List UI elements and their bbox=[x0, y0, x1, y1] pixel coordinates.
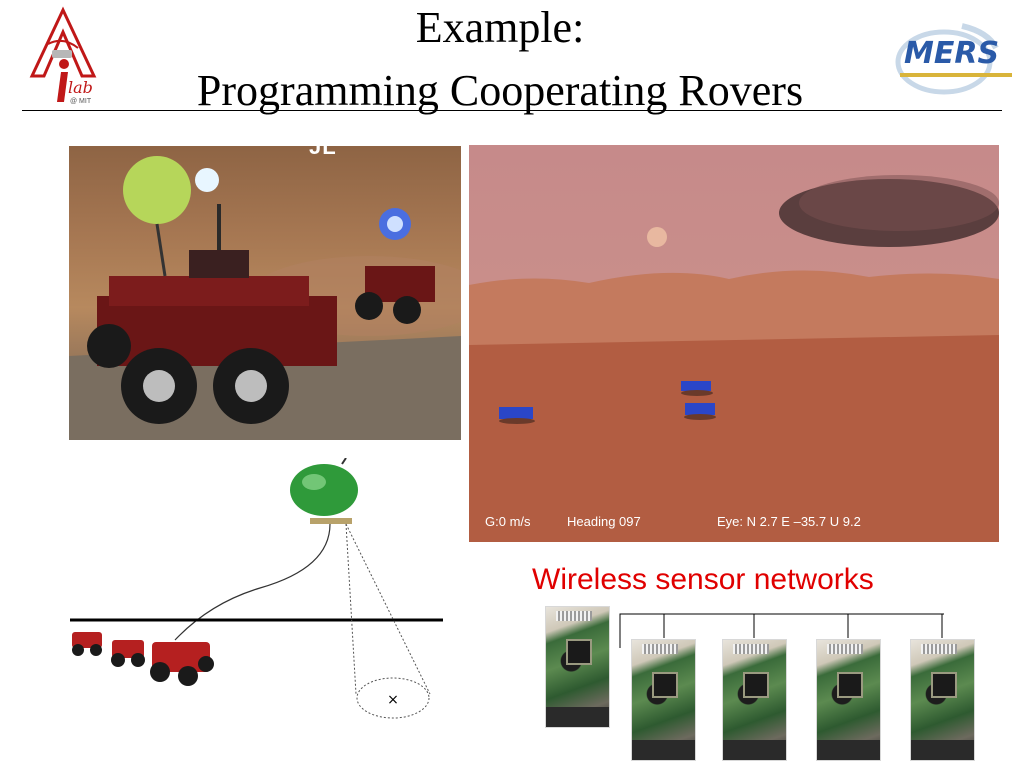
board-connector bbox=[733, 644, 769, 654]
sensor-network-wires bbox=[619, 613, 944, 648]
simulation-scene bbox=[469, 175, 999, 542]
simulation-render: G:0 m/s Heading 097 Eye: N 2.7 E –35.7 U… bbox=[469, 145, 999, 542]
board-battery bbox=[817, 740, 880, 760]
board-chip bbox=[566, 639, 592, 665]
board-connector bbox=[556, 611, 592, 621]
slide-title-line-1: Example: bbox=[415, 3, 585, 52]
sensor-board bbox=[545, 606, 610, 728]
rover-photo-overlay-text: JL bbox=[309, 146, 337, 159]
board-connector bbox=[827, 644, 863, 654]
sensor-board bbox=[722, 639, 787, 761]
hud-heading-readout: Heading 097 bbox=[567, 514, 641, 529]
board-battery bbox=[546, 707, 609, 727]
board-connector bbox=[921, 644, 957, 654]
board-chip bbox=[652, 672, 678, 698]
board-battery bbox=[911, 740, 974, 760]
svg-text:×: × bbox=[387, 692, 399, 708]
board-connector bbox=[642, 644, 678, 654]
rover-balloon-graphic: × bbox=[70, 457, 443, 719]
slide-title-line-2: Programming Cooperating Rovers bbox=[196, 66, 804, 115]
rover-photo: JL bbox=[69, 146, 461, 440]
sensor-board bbox=[631, 639, 696, 761]
ilab-logo-text: lab bbox=[68, 78, 93, 97]
sensor-board bbox=[816, 639, 881, 761]
board-battery bbox=[632, 740, 695, 760]
ilab-logo: lab @ MIT bbox=[24, 6, 102, 110]
board-chip bbox=[743, 672, 769, 698]
hud-speed-readout: G:0 m/s bbox=[485, 514, 531, 529]
rover-balloon-diagram: × bbox=[60, 457, 460, 728]
rover-photo-scene bbox=[69, 156, 461, 440]
ilab-logo-subtext: @ MIT bbox=[70, 98, 92, 105]
board-chip bbox=[837, 672, 863, 698]
ilab-logo-graphic bbox=[29, 6, 97, 102]
board-battery bbox=[723, 740, 786, 760]
mers-logo: MERS bbox=[892, 18, 1016, 100]
wireless-sensor-networks-label: Wireless sensor networks bbox=[532, 563, 874, 596]
header-rule bbox=[22, 110, 1002, 111]
hud-eye-readout: Eye: N 2.7 E –35.7 U 9.2 bbox=[717, 514, 861, 529]
board-chip bbox=[931, 672, 957, 698]
sensor-board bbox=[910, 639, 975, 761]
mers-logo-text: MERS bbox=[904, 36, 1000, 71]
mers-logo-swoosh bbox=[895, 23, 1012, 95]
